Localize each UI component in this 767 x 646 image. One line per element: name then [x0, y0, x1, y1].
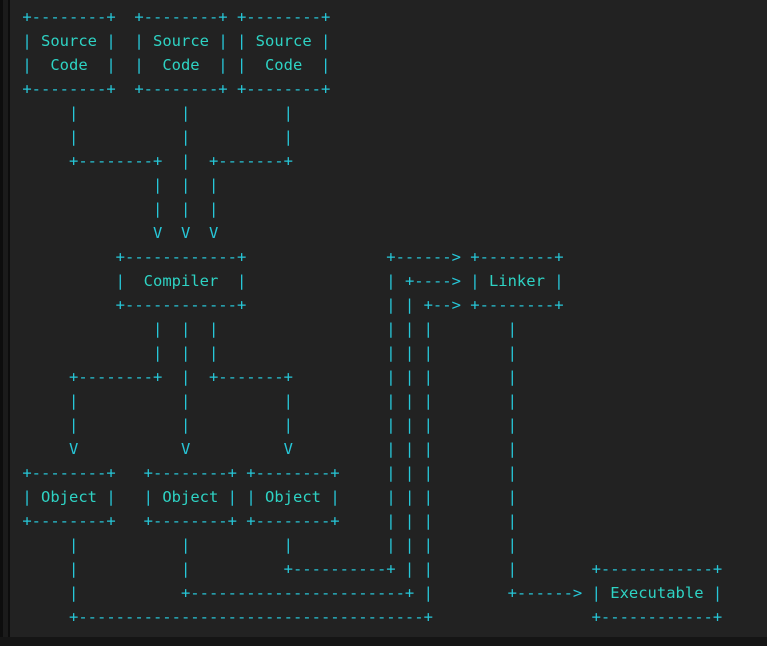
node-label: Code — [264, 56, 303, 74]
window-edge — [0, 0, 10, 646]
node-label: Object — [41, 488, 97, 506]
statusbar-strip — [0, 637, 767, 646]
node-label: Object — [162, 488, 219, 506]
node-label: Compiler — [143, 272, 219, 290]
node-label: Executable — [610, 584, 704, 602]
node-label: Source — [41, 32, 97, 50]
node-label: Linker — [488, 272, 545, 290]
node-label: Object — [265, 488, 321, 506]
node-label: Code — [162, 56, 200, 74]
ascii-diagram: +--------+ +--------+ +--------+ | Sourc… — [22, 8, 723, 626]
editor-background — [10, 0, 767, 637]
node-label: Source — [255, 32, 312, 50]
scrollbar-track[interactable] — [3, 0, 8, 646]
node-label: Code — [50, 56, 88, 74]
node-label: Source — [153, 32, 209, 50]
